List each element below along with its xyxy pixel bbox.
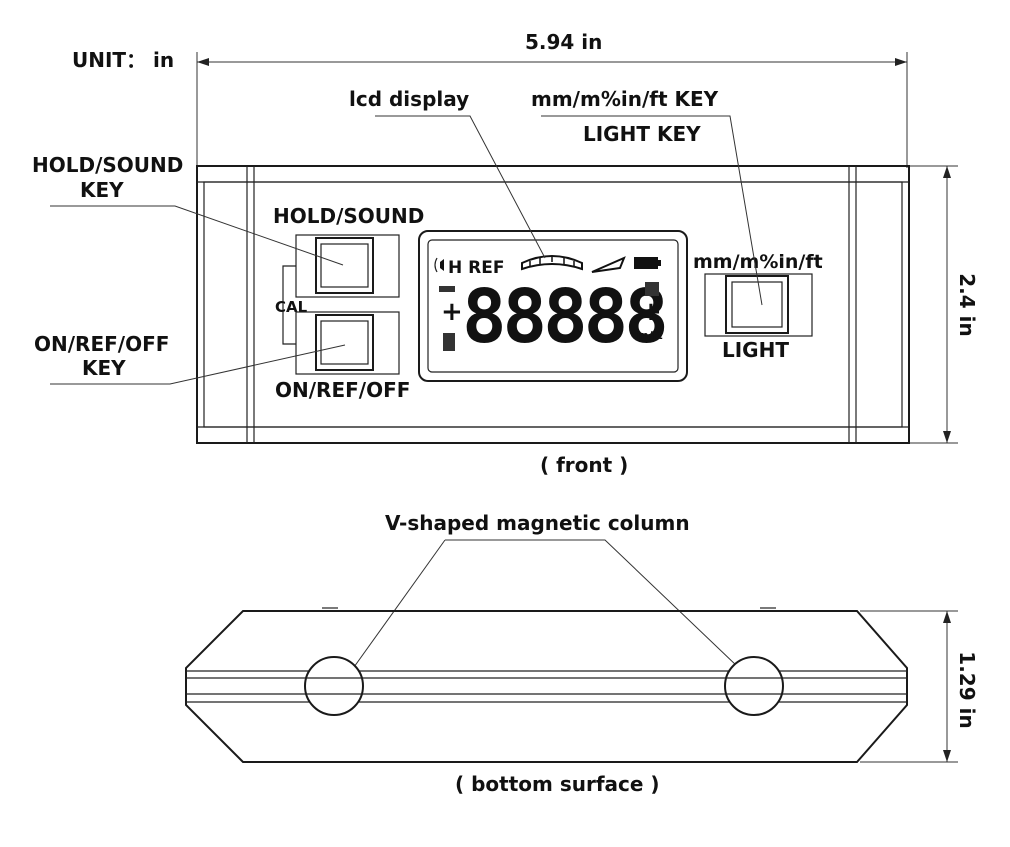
on-ref-off-key-callout-line2: KEY	[82, 356, 126, 380]
unit-label: UNIT： in	[72, 48, 174, 72]
mode-key-callout: mm/m%in/ft KEY	[531, 87, 719, 111]
light-key-callout: LIGHT KEY	[583, 122, 701, 146]
bottom-view-caption: ( bottom surface )	[455, 772, 660, 796]
cal-bracket	[282, 265, 296, 345]
lcd-right-indicators: +	[640, 282, 662, 327]
magnetic-column-right	[724, 656, 784, 716]
depth-dimension-label: 1.29 in	[955, 651, 979, 728]
hold-sound-button[interactable]	[295, 234, 400, 298]
width-dimension-label: 5.94 in	[525, 30, 602, 54]
on-ref-off-panel-label: ON/REF/OFF	[275, 378, 410, 402]
front-view-caption: ( front )	[540, 453, 628, 477]
on-ref-off-key-callout-line1: ON/REF/OFF	[34, 332, 169, 356]
lcd-battery-icon	[634, 257, 661, 269]
lcd-left-indicators: +	[439, 286, 463, 351]
hold-sound-panel-label: HOLD/SOUND	[273, 204, 424, 228]
mode-panel-label: mm/m%in/ft	[693, 251, 823, 273]
lcd-sound-icon	[434, 257, 444, 273]
svg-text:+: +	[640, 297, 662, 327]
height-dimension: 2.4 in	[910, 165, 979, 444]
magnetic-column-callout: V-shaped magnetic column	[385, 511, 690, 535]
hold-sound-key-callout-line1: HOLD/SOUND	[32, 153, 183, 177]
bottom-view	[185, 607, 908, 763]
lcd-display-callout: lcd display	[349, 87, 469, 111]
lcd-top-indicators: H REF	[448, 258, 504, 278]
cal-label: CAL	[275, 298, 308, 316]
lcd-display	[418, 230, 688, 382]
lcd-angle-arc-icon	[521, 255, 583, 271]
svg-text:+: +	[441, 297, 463, 327]
width-dimension: 5.94 in	[196, 30, 908, 168]
lcd-units-right: in/ft	[637, 329, 663, 342]
hold-sound-key-callout-line2: KEY	[80, 178, 124, 202]
lcd-digits: 88888	[462, 274, 665, 360]
magnetic-column-left	[304, 656, 364, 716]
lcd-angle-icon	[591, 256, 626, 273]
light-panel-label: LIGHT	[722, 338, 789, 362]
depth-dimension: 1.29 in	[860, 610, 979, 763]
on-ref-off-button[interactable]	[295, 311, 400, 375]
height-dimension-label: 2.4 in	[955, 273, 979, 337]
front-view	[196, 165, 910, 444]
